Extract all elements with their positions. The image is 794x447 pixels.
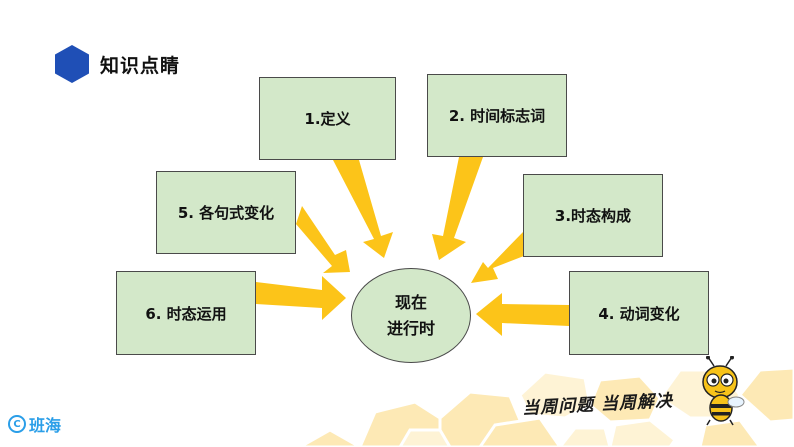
node-definition: 1.定义 — [259, 77, 396, 160]
arrow-from-definition — [333, 160, 393, 258]
page-title: 知识点睛 — [100, 54, 181, 77]
node-verb-changes: 4. 动词变化 — [569, 271, 709, 355]
brand-logo: C 班海 — [8, 412, 61, 436]
arrow-from-time-markers — [432, 157, 483, 260]
node-tense-usage: 6. 时态运用 — [116, 271, 256, 355]
arrows — [256, 157, 569, 336]
node-tense-structure: 3.时态构成 — [523, 174, 663, 257]
hexagon-icon — [55, 45, 89, 83]
bee-mascot-icon — [702, 356, 745, 426]
node-time-markers: 2. 时间标志词 — [427, 74, 567, 157]
arrow-from-verb-changes — [476, 293, 569, 336]
center-node: 现在 进行时 — [351, 268, 471, 363]
center-line-1: 现在 — [394, 292, 427, 312]
center-line-2: 进行时 — [386, 318, 435, 338]
section-header: 知识点睛 — [54, 44, 180, 84]
brand-name: 班海 — [29, 416, 62, 435]
arrow-from-sentence-changes — [296, 206, 350, 273]
node-sentence-changes: 5. 各句式变化 — [156, 171, 296, 254]
arrow-from-tense-usage — [256, 276, 346, 320]
arrow-from-tense-structure — [471, 232, 529, 283]
brand-logo-icon: C — [8, 415, 26, 433]
honeycomb-decoration — [296, 366, 794, 447]
